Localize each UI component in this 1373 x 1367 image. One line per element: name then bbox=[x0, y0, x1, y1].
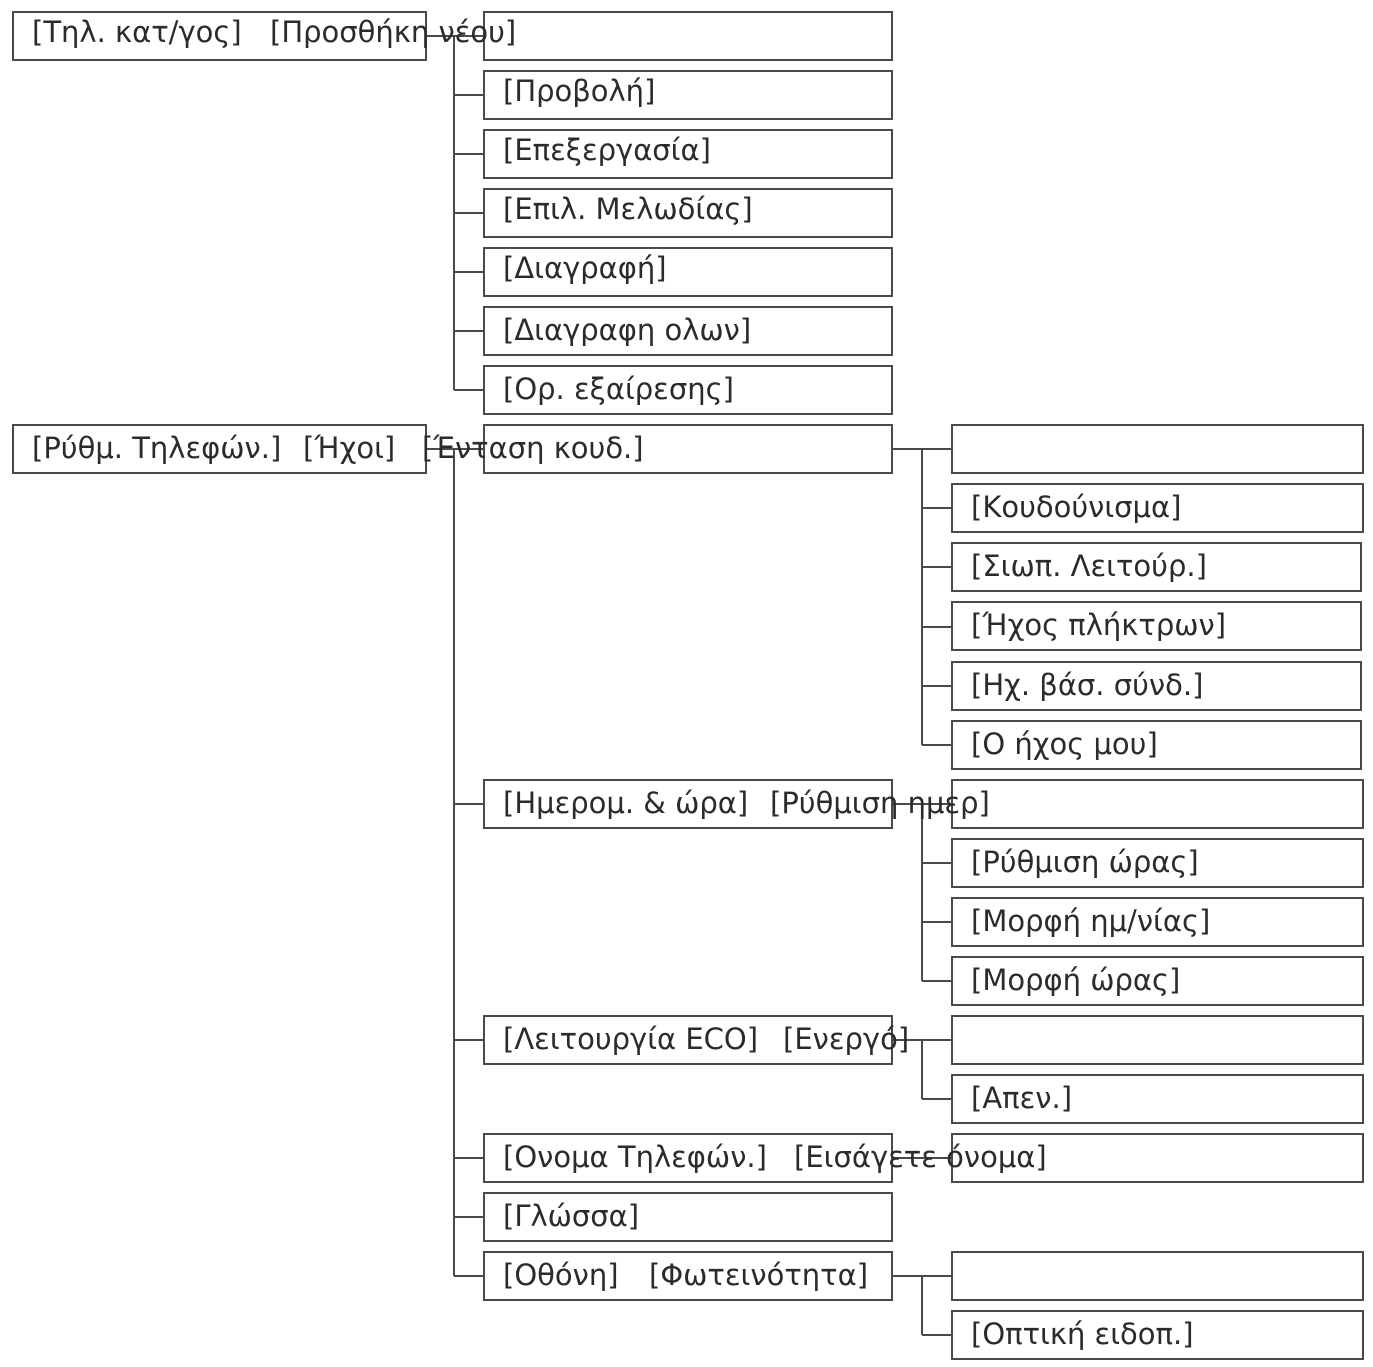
phone-name-box[interactable] bbox=[483, 1133, 893, 1183]
ringer-volume-label: [Ένταση κουδ.] bbox=[422, 431, 644, 465]
phonebook-item-delete[interactable] bbox=[483, 247, 893, 297]
language-box[interactable] bbox=[483, 1192, 893, 1242]
phonebook-first-item-box[interactable] bbox=[483, 11, 893, 61]
phonebook-item-delete-all-label: [Διαγραφη ολων] bbox=[503, 313, 752, 347]
set-date-label: [Ρύθμιση ημερ] bbox=[770, 786, 990, 820]
sounds-sub-first-box[interactable] bbox=[951, 424, 1364, 474]
eco-item-off[interactable] bbox=[951, 1074, 1364, 1124]
sounds-item-silent[interactable] bbox=[951, 542, 1362, 592]
eco-label: [Λειτουργία ECO] bbox=[503, 1022, 759, 1056]
datetime-item-date-format[interactable] bbox=[951, 897, 1364, 947]
sounds-item-silent-label: [Σιωπ. Λειτούρ.] bbox=[971, 549, 1207, 583]
sounds-item-my-sound[interactable] bbox=[951, 720, 1362, 770]
sounds-item-base-connect[interactable] bbox=[951, 661, 1362, 711]
datetime-box[interactable] bbox=[483, 779, 893, 829]
datetime-item-time-format-label: [Μορφή ώρας] bbox=[971, 963, 1181, 997]
phonebook-item-edit-label: [Επεξεργασία] bbox=[503, 133, 711, 167]
eco-on-label: [Ενεργό] bbox=[783, 1022, 910, 1056]
sounds-item-keytone[interactable] bbox=[951, 601, 1362, 651]
sounds-item-ringtone[interactable] bbox=[951, 483, 1364, 533]
phonebook-item-view[interactable] bbox=[483, 70, 893, 120]
sounds-first-item-box[interactable] bbox=[483, 424, 893, 474]
display-item-visual-alert-label: [Οπτική ειδοπ.] bbox=[971, 1317, 1194, 1351]
phonebook-item-exception-label: [Ορ. εξαίρεσης] bbox=[503, 372, 734, 406]
display-item-visual-alert[interactable] bbox=[951, 1310, 1364, 1360]
eco-item-off-label: [Απεν.] bbox=[971, 1081, 1073, 1115]
display-sub-first-box[interactable] bbox=[951, 1251, 1364, 1301]
phonebook-item-melody[interactable] bbox=[483, 188, 893, 238]
phonebook-add-new-label: [Προσθήκη νέου] bbox=[270, 15, 517, 49]
sounds-item-ringtone-label: [Κουδούνισμα] bbox=[971, 490, 1182, 524]
datetime-sub-first-box[interactable] bbox=[951, 779, 1364, 829]
phonebook-item-exception[interactable] bbox=[483, 365, 893, 415]
datetime-item-set-time[interactable] bbox=[951, 838, 1364, 888]
datetime-item-time-format[interactable] bbox=[951, 956, 1364, 1006]
datetime-item-set-time-label: [Ρύθμιση ώρας] bbox=[971, 845, 1199, 879]
display-label: [Οθόνη] bbox=[503, 1258, 619, 1292]
sounds-item-base-connect-label: [Ηχ. βάσ. σύνδ.] bbox=[971, 668, 1204, 702]
phonebook-item-delete-all[interactable] bbox=[483, 306, 893, 356]
phonebook-item-edit[interactable] bbox=[483, 129, 893, 179]
language-label: [Γλώσσα] bbox=[503, 1199, 640, 1233]
sounds-item-my-sound-label: [Ο ήχος μου] bbox=[971, 727, 1158, 761]
datetime-label: [Ημερομ. & ώρα] bbox=[503, 786, 749, 820]
sounds-item-keytone-label: [Ήχος πλήκτρων] bbox=[971, 608, 1227, 642]
phonebook-item-view-label: [Προβολή] bbox=[503, 74, 656, 108]
display-box[interactable] bbox=[483, 1251, 893, 1301]
eco-sub-first-box[interactable] bbox=[951, 1015, 1364, 1065]
phonebook-item-delete-label: [Διαγραφή] bbox=[503, 251, 667, 285]
phonebook-root-box[interactable] bbox=[12, 11, 427, 61]
phone-name-label: [Ονομα Τηλεφών.] bbox=[503, 1140, 767, 1174]
phone-name-sub-box[interactable] bbox=[951, 1133, 1364, 1183]
phonebook-item-melody-label: [Επιλ. Μελωδίας] bbox=[503, 192, 753, 226]
enter-name-label: [Εισάγετε όνομα] bbox=[794, 1140, 1047, 1174]
brightness-label: [Φωτεινότητα] bbox=[649, 1258, 869, 1292]
phonebook-root-label: [Τηλ. κατ/γος] bbox=[32, 15, 242, 49]
datetime-item-date-format-label: [Μορφή ημ/νίας] bbox=[971, 904, 1211, 938]
eco-box[interactable] bbox=[483, 1015, 893, 1065]
sounds-label: [Ήχοι] bbox=[303, 431, 396, 465]
settings-root-box[interactable] bbox=[12, 424, 427, 474]
settings-root-label: [Ρύθμ. Τηλεφών.] bbox=[32, 431, 282, 465]
